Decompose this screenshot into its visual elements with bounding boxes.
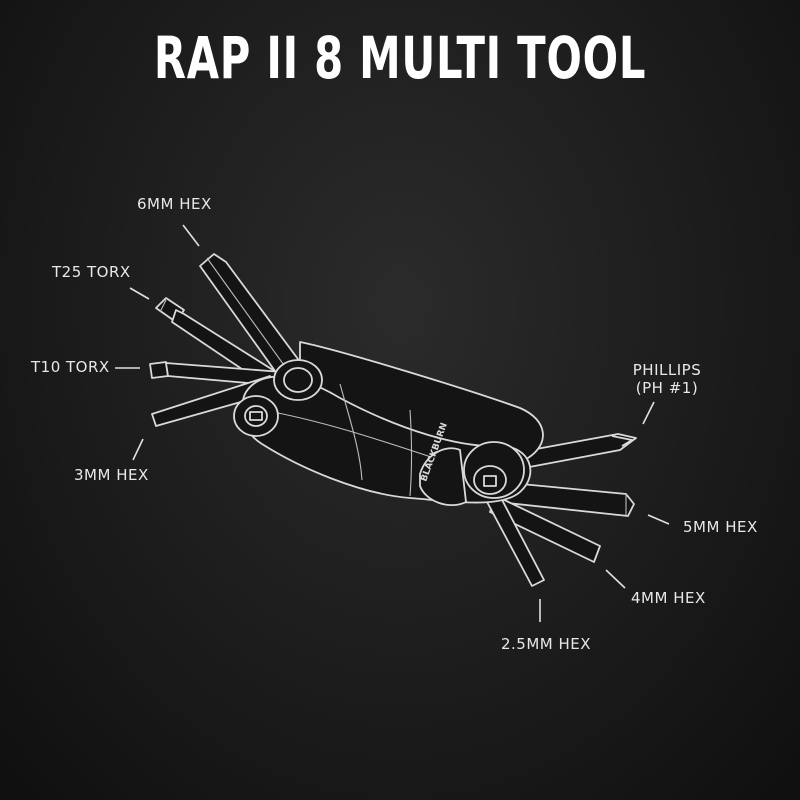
right-axle-bolt [473, 465, 507, 495]
brand-plate [419, 447, 467, 507]
leader-t25-torx [129, 287, 150, 300]
leader-6mm-hex [182, 224, 200, 247]
leader-phillips [642, 401, 655, 425]
label-phillips-line2: (PH #1) [635, 379, 699, 397]
label-phillips: PHILLIPS (PH #1) [620, 361, 714, 397]
leader-3mm-hex [132, 438, 144, 461]
label-5mm-hex: 5MM HEX [683, 518, 758, 536]
label-t25-torx: T25 TORX [52, 263, 131, 281]
left-axle-bolt [233, 395, 279, 437]
label-t10-torx: T10 TORX [31, 358, 110, 376]
label-2.5mm-hex: 2.5MM HEX [501, 635, 592, 653]
upper-pivot [273, 359, 323, 401]
page-title: RAP II 8 MULTI TOOL [153, 24, 647, 92]
leader-4mm-hex [605, 569, 626, 589]
right-pivot [463, 441, 525, 499]
label-3mm-hex: 3MM HEX [74, 466, 149, 484]
label-4mm-hex: 4MM HEX [631, 589, 706, 607]
label-phillips-line1: PHILLIPS [632, 361, 702, 379]
tool-t10-torx [149, 361, 169, 379]
label-6mm-hex: 6MM HEX [137, 195, 212, 213]
leader-5mm-hex [647, 514, 670, 525]
